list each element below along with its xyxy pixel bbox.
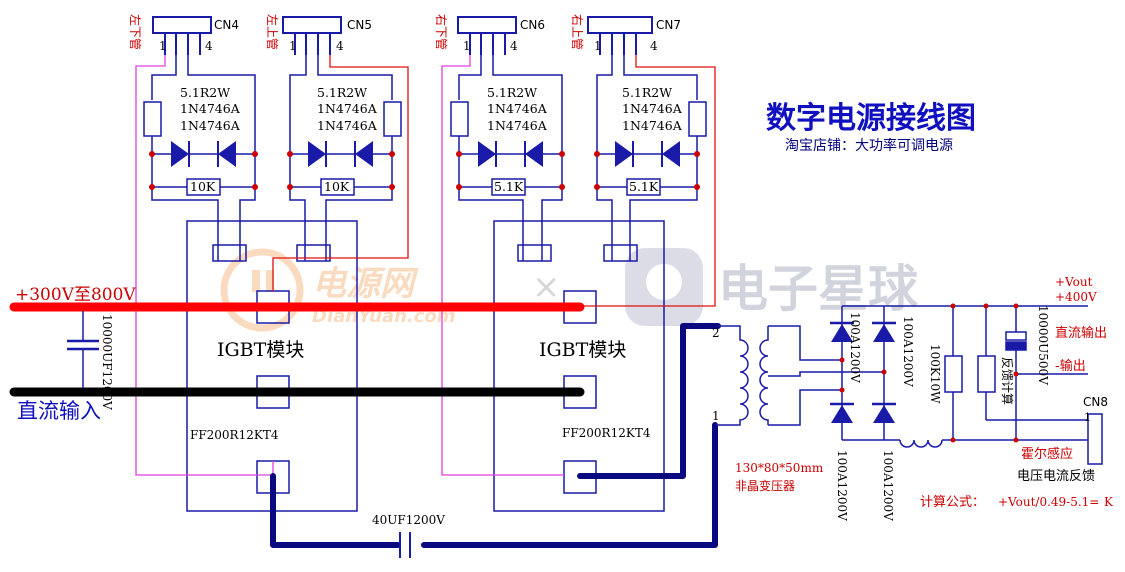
input-voltage-label: +300V至800V	[15, 285, 136, 305]
cn4-bias-label: 10K	[190, 179, 216, 194]
cn7-resistor-label: 5.1R2W	[622, 85, 672, 100]
transformer-size: 130*80*50mm	[735, 461, 824, 475]
igbt-right-label: IGBT模块	[539, 339, 626, 361]
output-dc-label: 直流输出	[1055, 325, 1107, 341]
junction-nodes	[149, 151, 700, 190]
diode-label-1: 100A1200V	[848, 312, 862, 383]
output-nodes	[950, 303, 1019, 443]
cn7-bias-label: 5.1K	[629, 179, 659, 194]
power-wires	[270, 323, 721, 548]
igbt-left-part: FF200R12KT4	[190, 428, 279, 442]
connector-cn7: CN7 1 4 右上管	[570, 14, 681, 55]
cn5-label: 左上管	[265, 14, 280, 50]
cn4-name: CN4	[214, 18, 239, 32]
cn7-pin4: 4	[650, 39, 658, 53]
connector-cn4: CN4 1 4 左下管	[128, 14, 239, 55]
cn7-pin1: 1	[594, 39, 602, 53]
input-capacitor-label: 10000UF1200V	[100, 314, 114, 410]
cn7-name: CN7	[656, 18, 681, 32]
hall-caption: 电压电流反馈	[1017, 469, 1095, 484]
cn7-zener-label-b: 1N4746A	[622, 118, 683, 133]
igbt-left-label: IGBT模块	[217, 339, 304, 361]
cn5-pin1: 1	[289, 39, 297, 53]
watermark-right: 电子星球	[625, 248, 919, 326]
cn4-pin1: 1	[159, 39, 167, 53]
watermark-left-brand: 电源网	[312, 264, 419, 304]
cn6-label: 右下管	[434, 14, 449, 50]
watermark-left: 电源网 DianYuan.com	[220, 248, 456, 332]
output-section	[944, 305, 1103, 465]
diode-label-4: 100A1200V	[881, 450, 895, 521]
diagram-subtitle: 淘宝店铺：大功率可调电源	[785, 137, 953, 154]
gate-part-labels: 5.1R2W 1N4746A 1N4746A 10K 5.1R2W 1N4746…	[180, 85, 683, 194]
cn6-zener-label-a: 1N4746A	[487, 101, 548, 116]
feedback-label: 反馈计算	[1000, 357, 1015, 405]
output-capacitor-label: 10000U500V	[1036, 305, 1050, 385]
cn5-bias-label: 10K	[324, 179, 350, 194]
cn5-pin4: 4	[336, 39, 344, 53]
cn4-label: 左下管	[128, 14, 143, 50]
transformer-pin-bottom: 1	[712, 409, 720, 423]
signal-wires	[135, 55, 716, 476]
connector-cn5: CN5 1 4 左上管	[265, 14, 372, 55]
cn6-name: CN6	[520, 18, 545, 32]
connector-cn6: CN6 1 4 右下管	[434, 14, 545, 55]
diode-label-3: 100A1200V	[835, 450, 849, 521]
gate-drive-circuits	[143, 55, 707, 245]
cn5-resistor-label: 5.1R2W	[317, 85, 367, 100]
output-voltage-label: +400V	[1055, 290, 1097, 304]
cn6-resistor-label: 5.1R2W	[487, 85, 537, 100]
transformer-pin-top: 2	[712, 326, 720, 340]
input-label: 直流输入	[17, 399, 101, 423]
cn4-zener-label-a: 1N4746A	[180, 101, 241, 116]
cn5-name: CN5	[347, 18, 372, 32]
cn5-zener-label-a: 1N4746A	[317, 101, 378, 116]
formula-unit: K	[1104, 495, 1114, 509]
series-capacitor-label: 40UF1200V	[372, 513, 445, 527]
cn5-zener-label-b: 1N4746A	[317, 118, 378, 133]
rectifier-nodes	[839, 357, 887, 393]
cn7-zener-label-a: 1N4746A	[622, 101, 683, 116]
cn6-bias-label: 5.1K	[494, 179, 524, 194]
cn4-pin4: 4	[205, 39, 213, 53]
cn6-pin4: 4	[510, 39, 518, 53]
feedback-resistor-label: 100K10W	[928, 344, 942, 404]
hall-connector-pin: 1	[1084, 411, 1091, 424]
formula-expression: +Vout/0.49-5.1=	[998, 495, 1099, 509]
transformer-type: 非晶变压器	[735, 478, 795, 493]
series-capacitor	[399, 532, 411, 558]
formula-prefix: 计算公式：	[920, 495, 985, 510]
hall-connector-name: CN8	[1083, 395, 1108, 409]
cn6-zener-label-b: 1N4746A	[487, 118, 548, 133]
output-minus-label: -输出	[1055, 358, 1086, 374]
diagram-title: 数字电源接线图	[766, 101, 976, 136]
diode-label-2: 100A1200V	[901, 316, 915, 387]
hall-label: 霍尔感应	[1021, 446, 1073, 462]
cn4-resistor-label: 5.1R2W	[180, 85, 230, 100]
watermark-separator: ×	[532, 267, 561, 307]
output-vout-label: +Vout	[1055, 275, 1093, 289]
watermark-right-brand: 电子星球	[718, 260, 919, 318]
input-capacitor	[67, 311, 99, 388]
cn6-pin1: 1	[463, 39, 471, 53]
cn7-label: 右上管	[570, 14, 585, 50]
igbt-module-right	[493, 220, 665, 512]
cn4-zener-label-b: 1N4746A	[180, 118, 241, 133]
igbt-right-part: FF200R12KT4	[562, 426, 651, 440]
rectifier-diode-labels: 100A1200V 100A1200V 100A1200V 100A1200V	[835, 312, 915, 521]
